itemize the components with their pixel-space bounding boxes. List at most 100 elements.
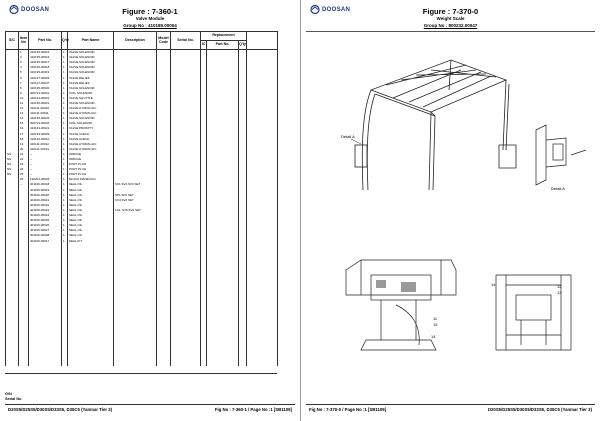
table-row-empty: [5, 319, 279, 326]
cell-blank: [246, 111, 279, 117]
footer-page-ref: Fig No : 7-370-0 / Page No :1 [SB1109]: [309, 407, 387, 412]
cell-replacement-qty: [237, 116, 248, 122]
table-row-empty: [5, 325, 279, 331]
cell-empty: [237, 248, 248, 254]
cell-empty: [237, 360, 248, 366]
cell-empty: [246, 248, 279, 254]
table-row-empty: [5, 330, 279, 336]
group-number: Group No : 800232.00047: [423, 23, 478, 28]
callout-layer: 14 12 13 11 15 14: [431, 282, 562, 339]
cell-blank: [246, 162, 279, 168]
table-row-empty: [5, 345, 279, 351]
detail-a-caption: Detail A: [551, 186, 565, 191]
cell-empty: [237, 289, 248, 295]
cell-replacement-qty: [237, 85, 248, 91]
cell-blank: [246, 172, 279, 178]
callout-14: 14: [491, 282, 496, 287]
doosan-logo-icon: [310, 5, 320, 14]
cell-replacement-qty: [237, 80, 248, 86]
header-part-name: Part Name: [67, 31, 114, 50]
cell-empty: [18, 360, 29, 366]
cell-empty: [156, 360, 171, 366]
header-model-code: Model Code: [156, 31, 171, 50]
cell-empty: [237, 243, 248, 249]
table-row-empty: [5, 263, 279, 270]
cell-empty: [237, 284, 248, 290]
cell-blank: [246, 156, 279, 163]
cell-replacement-qty: [237, 90, 248, 96]
cell-blank: [246, 85, 279, 91]
cell-empty: [246, 330, 279, 336]
cell-replacement-qty: [237, 136, 248, 142]
cell-blank: [246, 141, 279, 147]
cell-empty: [246, 279, 279, 285]
cell-empty: [237, 258, 248, 264]
cell-blank: [246, 228, 279, 234]
table-subheader: IC Part No. Q'ty: [6, 40, 278, 50]
doosan-logo-icon: [9, 5, 19, 14]
cell-replacement-qty: [237, 156, 248, 163]
cell-blank: [246, 218, 279, 224]
cell-replacement-qty: [237, 65, 248, 71]
figure-number: Figure : 7-370-0: [422, 7, 479, 16]
cell-empty: [237, 325, 248, 331]
cell-blank: [246, 202, 279, 208]
table-row-empty: [5, 360, 279, 366]
cell-empty: [246, 304, 279, 310]
table-row-empty: [5, 289, 279, 295]
cell-empty: [237, 319, 248, 326]
cell-empty: [28, 360, 62, 366]
cell-empty: [246, 355, 279, 361]
table-row-empty: [5, 279, 279, 285]
cell-empty: [246, 350, 279, 356]
illustration-page: DOOSAN Figure : 7-370-0 Weight Scale Gro…: [301, 0, 600, 421]
cell-replacement-qty: [237, 111, 248, 117]
cell-blank: [246, 100, 279, 107]
table-row-empty: [5, 340, 279, 346]
cell-replacement-qty: [237, 55, 248, 61]
cell-blank: [246, 126, 279, 132]
cell-empty: [237, 330, 248, 336]
figure-title: Valve Module: [135, 16, 165, 21]
cell-replacement-qty: [237, 126, 248, 132]
table-row-empty: [5, 304, 279, 310]
group-number: Group No : 410189.00004: [123, 23, 177, 28]
cell-blank: [246, 187, 279, 193]
table-row-empty: [5, 350, 279, 356]
cell-blank: [246, 80, 279, 86]
cell-empty: [246, 284, 279, 290]
cell-empty: [246, 263, 279, 270]
header-rule: [306, 31, 595, 32]
cell-empty: [246, 340, 279, 346]
table-row-empty: [5, 258, 279, 264]
cell-blank: [246, 207, 279, 213]
cell-empty: [237, 314, 248, 320]
cell-empty: [237, 304, 248, 310]
cell-blank: [246, 177, 279, 183]
carriage-view: [495, 274, 572, 351]
header-replacement: Replacement: [199, 31, 248, 41]
page-divider: [300, 0, 301, 421]
cell-replacement-qty: [237, 202, 248, 208]
cell-replacement-qty: [237, 151, 248, 157]
cell-empty: [237, 274, 248, 280]
header-sc: S/C: [5, 31, 19, 50]
cell-empty: [237, 355, 248, 361]
cell-blank: [246, 223, 279, 229]
parts-list-page: DOOSAN Figure : 7-360-1 Valve Module Gro…: [5, 5, 295, 412]
cell-replacement-qty: [237, 197, 248, 203]
cell-replacement-qty: [237, 49, 248, 56]
table-row-empty: [5, 274, 279, 280]
cell-replacement-qty: [237, 172, 248, 178]
cell-blank: [246, 197, 279, 203]
cell-replacement-qty: [237, 187, 248, 193]
